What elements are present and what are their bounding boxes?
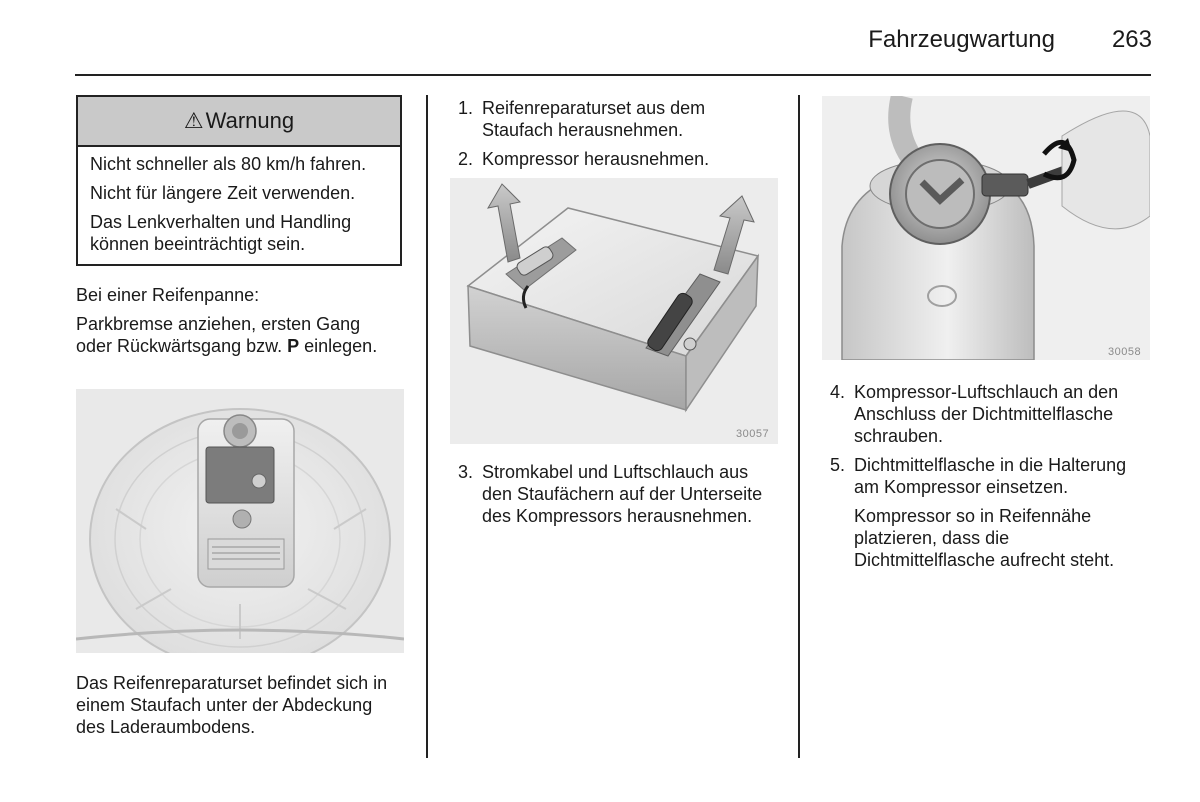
column-divider-left bbox=[426, 95, 428, 758]
gear-p-label: P bbox=[287, 336, 300, 356]
warning-line: Nicht schneller als 80 km/h fahren. bbox=[90, 154, 367, 174]
warning-title: Warnung bbox=[205, 108, 295, 133]
step-number: 3. bbox=[458, 462, 474, 482]
step-item: 4. Kompressor-Luftschlauch an den Anschl… bbox=[830, 381, 1152, 447]
hose-connection-figure: 30058 bbox=[822, 96, 1150, 360]
header-rule bbox=[75, 74, 1151, 76]
steps-list-bottom: 3. Stromkabel und Luftschlauch aus den S… bbox=[458, 461, 780, 527]
step-text: Reifenreparaturset aus dem Staufach hera… bbox=[482, 98, 706, 140]
instruction-text: einlegen. bbox=[299, 336, 378, 356]
figure-number: 30058 bbox=[1108, 346, 1142, 358]
page-number: 263 bbox=[1111, 26, 1152, 53]
step-item: 3. Stromkabel und Luftschlauch aus den S… bbox=[458, 461, 780, 527]
step-number: 4. bbox=[830, 382, 846, 402]
steps-list-right: 4. Kompressor-Luftschlauch an den Anschl… bbox=[830, 381, 1152, 498]
steps-list-top: 1. Reifenreparaturset aus dem Staufach h… bbox=[458, 97, 780, 170]
instruction-text: Parkbremse anziehen, ersten Gang oder Rü… bbox=[76, 314, 361, 356]
parking-brake-instruction: Parkbremse anziehen, ersten Gang oder Rü… bbox=[76, 313, 398, 357]
figure-number: 30057 bbox=[736, 428, 770, 440]
step-text: Stromkabel und Luftschlauch aus den Stau… bbox=[482, 462, 763, 526]
step-text: Kompressor herausnehmen. bbox=[482, 149, 710, 169]
warning-triangle-icon: ⚠ bbox=[183, 108, 204, 133]
step-item: 2. Kompressor herausnehmen. bbox=[458, 148, 780, 170]
step-number: 1. bbox=[458, 98, 474, 118]
repair-kit-location-caption: Das Reifenreparaturset befindet sich in … bbox=[76, 673, 388, 737]
page-header-title: Fahrzeugwartung bbox=[868, 26, 1055, 53]
warning-header: ⚠ Warnung bbox=[78, 97, 400, 147]
breakdown-intro: Bei einer Reifenpanne: bbox=[76, 285, 260, 305]
warning-body: Nicht schneller als 80 km/h fahren. Nich… bbox=[78, 147, 400, 255]
step-number: 5. bbox=[830, 455, 846, 475]
compressor-removal-figure: 30057 bbox=[450, 178, 778, 444]
warning-box: ⚠ Warnung Nicht schneller als 80 km/h fa… bbox=[76, 95, 402, 266]
compressor-placement-note: Kompressor so in Reifennähe platzieren, … bbox=[854, 506, 1115, 570]
warning-line: Das Lenkverhalten und Handling können be… bbox=[90, 212, 352, 254]
step-item: 5. Dichtmittelflasche in die Halterung a… bbox=[830, 454, 1152, 498]
repair-kit-location-figure bbox=[76, 389, 404, 653]
step-number: 2. bbox=[458, 149, 474, 169]
step-text: Dichtmittelflasche in die Halterung am K… bbox=[854, 455, 1127, 497]
column-divider-right bbox=[798, 95, 800, 758]
warning-line: Nicht für längere Zeit verwenden. bbox=[90, 183, 356, 203]
step-item: 1. Reifenreparaturset aus dem Staufach h… bbox=[458, 97, 780, 141]
step-text: Kompressor-Luftschlauch an den Anschluss… bbox=[854, 382, 1119, 446]
